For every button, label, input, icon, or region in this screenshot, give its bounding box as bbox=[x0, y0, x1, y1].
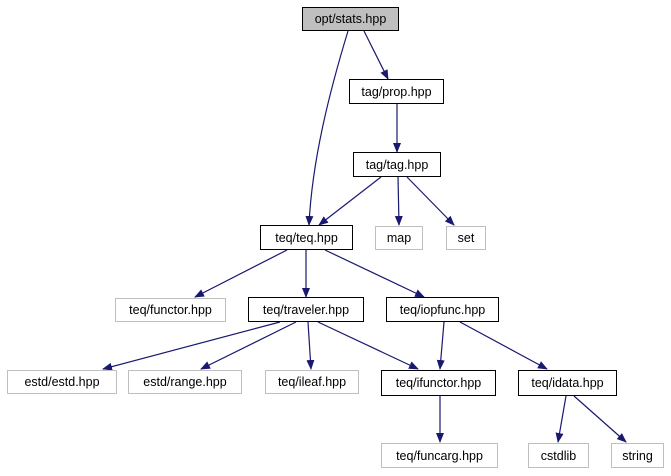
edge-tag-teq bbox=[318, 176, 382, 226]
node-tag-tag[interactable]: tag/tag.hpp bbox=[353, 152, 441, 177]
edge-tag-set bbox=[406, 176, 455, 226]
node-label: estd/estd.hpp bbox=[24, 375, 100, 389]
node-label: teq/traveler.hpp bbox=[262, 302, 350, 317]
edge-idata-cstdlib bbox=[555, 395, 567, 443]
node-label: tag/prop.hpp bbox=[361, 84, 432, 99]
node-label: set bbox=[457, 231, 475, 245]
node-teq-functor[interactable]: teq/functor.hpp bbox=[115, 298, 226, 322]
edge-stats-prop bbox=[363, 30, 389, 80]
node-label: teq/ileaf.hpp bbox=[277, 375, 347, 389]
node-label: string bbox=[622, 448, 653, 463]
node-label: tag/tag.hpp bbox=[365, 157, 429, 172]
node-teq-idata[interactable]: teq/idata.hpp bbox=[518, 370, 617, 396]
node-opt-stats[interactable]: opt/stats.hpp bbox=[302, 7, 399, 31]
edge-teq-functor bbox=[194, 249, 288, 298]
edge-traveler-ileaf bbox=[306, 321, 315, 370]
node-map[interactable]: map bbox=[375, 226, 423, 250]
node-label: teq/funcarg.hpp bbox=[396, 448, 483, 463]
node-tag-prop[interactable]: tag/prop.hpp bbox=[349, 79, 444, 104]
node-teq-traveler[interactable]: teq/traveler.hpp bbox=[248, 297, 364, 322]
node-label: opt/stats.hpp bbox=[314, 12, 387, 26]
node-label: estd/range.hpp bbox=[143, 375, 227, 389]
node-cstdlib[interactable]: cstdlib bbox=[528, 443, 589, 468]
node-label: cstdlib bbox=[540, 448, 577, 463]
node-string[interactable]: string bbox=[611, 443, 664, 468]
node-teq-iopfunc[interactable]: teq/iopfunc.hpp bbox=[386, 297, 499, 322]
node-estd-range[interactable]: estd/range.hpp bbox=[128, 370, 242, 394]
edge-traveler-estd bbox=[102, 321, 281, 371]
node-teq-ileaf[interactable]: teq/ileaf.hpp bbox=[265, 370, 359, 394]
node-label: teq/ifunctor.hpp bbox=[395, 376, 482, 390]
node-label: teq/functor.hpp bbox=[129, 303, 212, 317]
edge-iopfunc-idata bbox=[459, 321, 548, 370]
edge-iopfunc-ifunctor bbox=[436, 321, 445, 370]
edge-teq-iopfunc bbox=[324, 249, 425, 298]
edge-traveler-range bbox=[200, 321, 297, 370]
node-teq-funcarg[interactable]: teq/funcarg.hpp bbox=[381, 443, 498, 468]
edge-idata-string bbox=[573, 395, 627, 443]
node-estd-estd[interactable]: estd/estd.hpp bbox=[7, 370, 117, 394]
node-teq-ifunctor[interactable]: teq/ifunctor.hpp bbox=[381, 370, 496, 396]
node-label: teq/iopfunc.hpp bbox=[399, 302, 486, 317]
node-label: teq/idata.hpp bbox=[531, 376, 604, 390]
edge-stats-teq bbox=[305, 30, 349, 226]
edge-traveler-ifunctor bbox=[317, 321, 419, 370]
node-set[interactable]: set bbox=[446, 226, 486, 250]
node-label: map bbox=[386, 231, 412, 245]
edge-tag-map bbox=[394, 176, 403, 226]
node-label: teq/teq.hpp bbox=[275, 230, 338, 245]
node-teq-teq[interactable]: teq/teq.hpp bbox=[260, 225, 353, 250]
